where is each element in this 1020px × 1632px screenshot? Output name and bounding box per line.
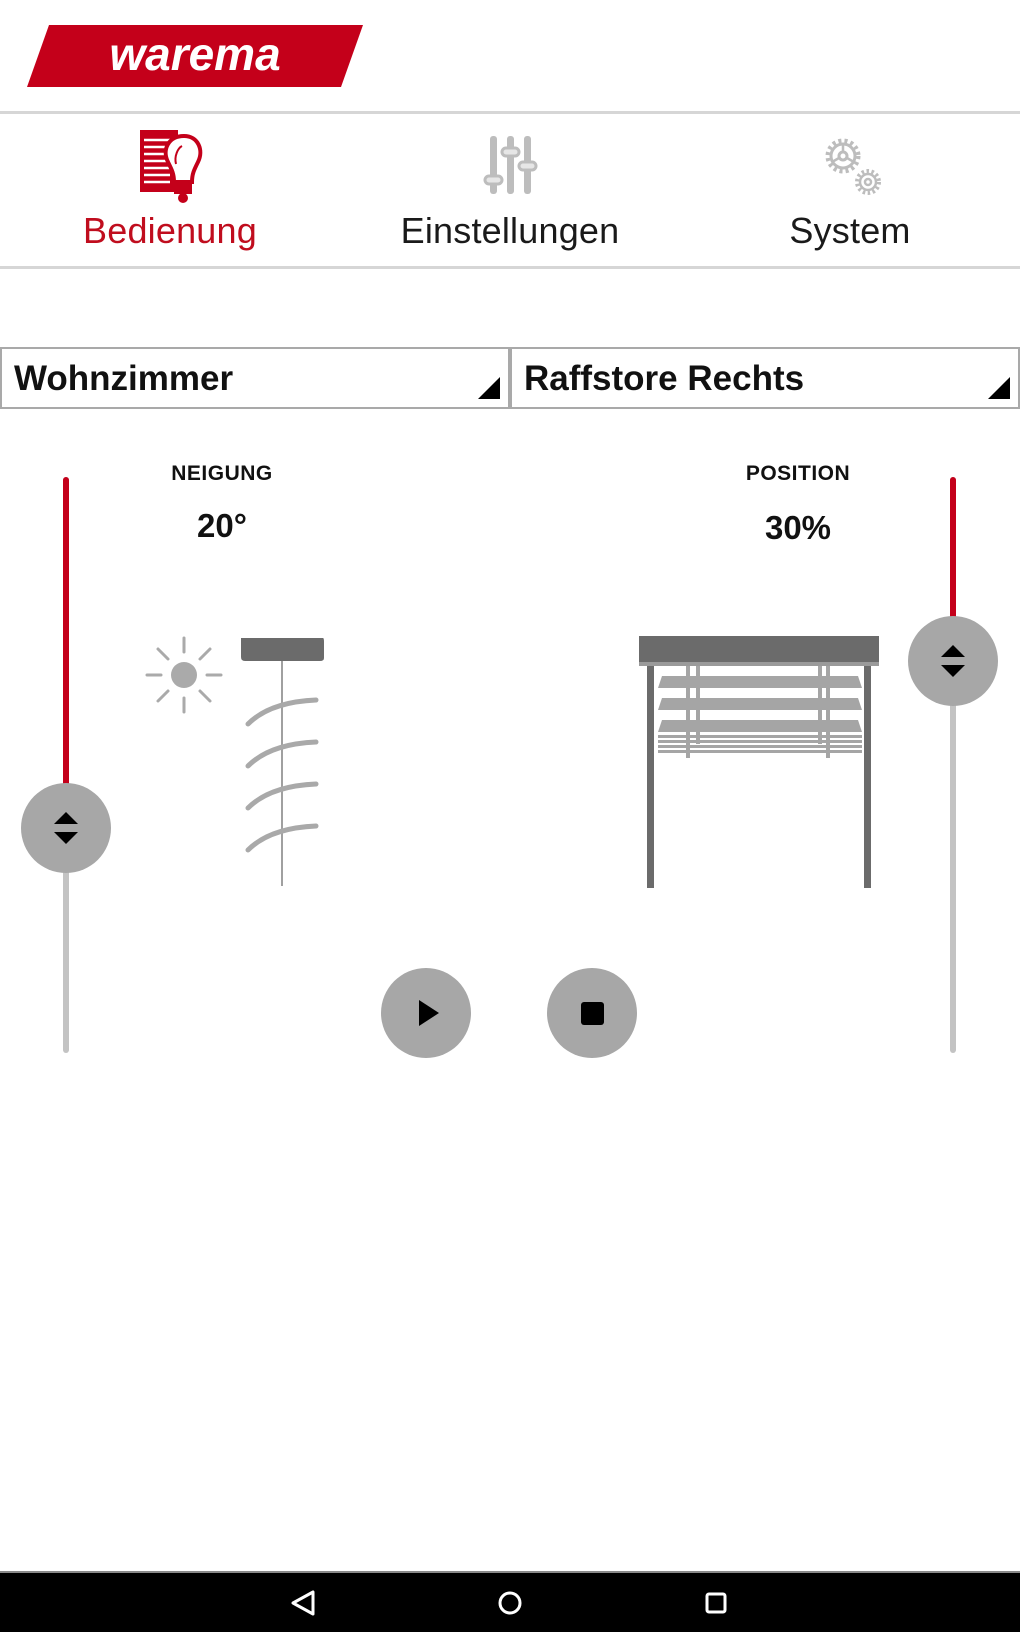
- position-slider[interactable]: [903, 470, 1003, 1060]
- warema-logo: warema: [27, 25, 363, 87]
- up-down-arrows-icon: [54, 812, 78, 845]
- home-icon: [498, 1591, 522, 1615]
- dropdown-caret-icon: [478, 377, 500, 399]
- up-down-arrows-icon: [941, 645, 965, 678]
- recents-button[interactable]: [686, 1583, 746, 1623]
- tab-label: Einstellungen: [400, 210, 620, 251]
- slider-fill: [63, 477, 69, 829]
- tab-label: System: [789, 210, 911, 251]
- gears-icon: [810, 128, 890, 204]
- slider-fill: [950, 477, 956, 662]
- tab-system[interactable]: System: [680, 114, 1020, 266]
- system-navigation-bar: [0, 1571, 1020, 1632]
- brand-text: warema: [109, 28, 280, 80]
- slat-profile-icon: [241, 638, 324, 886]
- tab-label: Bedienung: [83, 210, 257, 251]
- tabs-divider: [0, 266, 1020, 269]
- blind-illustration: [636, 632, 882, 888]
- tilt-slider[interactable]: [16, 470, 116, 1060]
- home-button[interactable]: [480, 1583, 540, 1623]
- play-icon: [419, 1000, 439, 1026]
- tilt-value: 20°: [197, 507, 247, 544]
- recents-icon: [705, 1592, 727, 1614]
- position-value: 30%: [764, 509, 832, 546]
- back-icon: [291, 1590, 315, 1616]
- back-button[interactable]: [273, 1583, 333, 1623]
- tilt-illustration: [140, 630, 340, 886]
- stop-icon: [581, 1002, 604, 1025]
- position-label: POSITION: [745, 462, 851, 485]
- sliders-icon: [470, 128, 550, 204]
- tab-bedienung[interactable]: Bedienung: [0, 114, 340, 266]
- slider-track: [950, 477, 956, 1053]
- room-dropdown-value: Wohnzimmer: [14, 359, 234, 398]
- header-divider: [0, 111, 1020, 114]
- play-button[interactable]: [381, 968, 471, 1058]
- tab-einstellungen[interactable]: Einstellungen: [340, 114, 680, 266]
- stop-button[interactable]: [547, 968, 637, 1058]
- tilt-label: NEIGUNG: [171, 462, 273, 485]
- device-dropdown[interactable]: Raffstore Rechts: [510, 347, 1020, 409]
- room-dropdown[interactable]: Wohnzimmer: [0, 347, 510, 409]
- blind-lightbulb-icon: [130, 128, 210, 204]
- dropdown-caret-icon: [988, 377, 1010, 399]
- logo-graphic: warema: [27, 25, 363, 87]
- sun-icon: [145, 636, 223, 714]
- slider-thumb[interactable]: [908, 616, 998, 707]
- slider-thumb[interactable]: [21, 783, 111, 874]
- device-dropdown-value: Raffstore Rechts: [524, 359, 805, 398]
